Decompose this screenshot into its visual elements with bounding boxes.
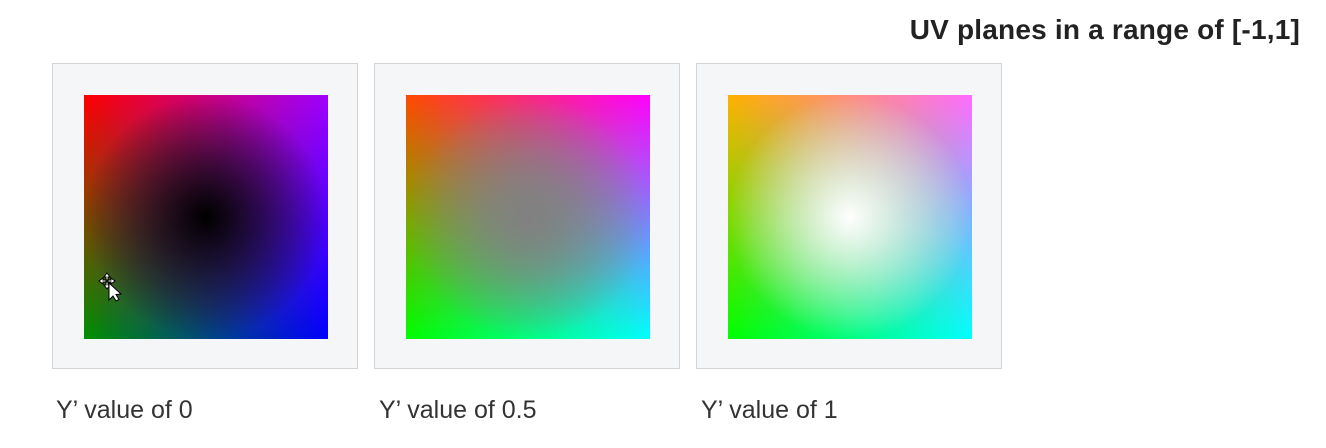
page-title: UV planes in a range of [-1,1] — [909, 14, 1300, 45]
uv-plane-card-y05 — [374, 63, 680, 369]
uv-plane-swatch-y1 — [728, 95, 972, 339]
caption-y0: Y’ value of 0 — [56, 396, 193, 424]
uv-plane-card-y0 — [52, 63, 358, 369]
caption-y05: Y’ value of 0.5 — [379, 396, 537, 424]
uv-plane-card-y1 — [696, 63, 1002, 369]
uv-plane-swatch-y0 — [84, 95, 328, 339]
caption-y1: Y’ value of 1 — [701, 396, 838, 424]
uv-plane-swatch-y05 — [406, 95, 650, 339]
